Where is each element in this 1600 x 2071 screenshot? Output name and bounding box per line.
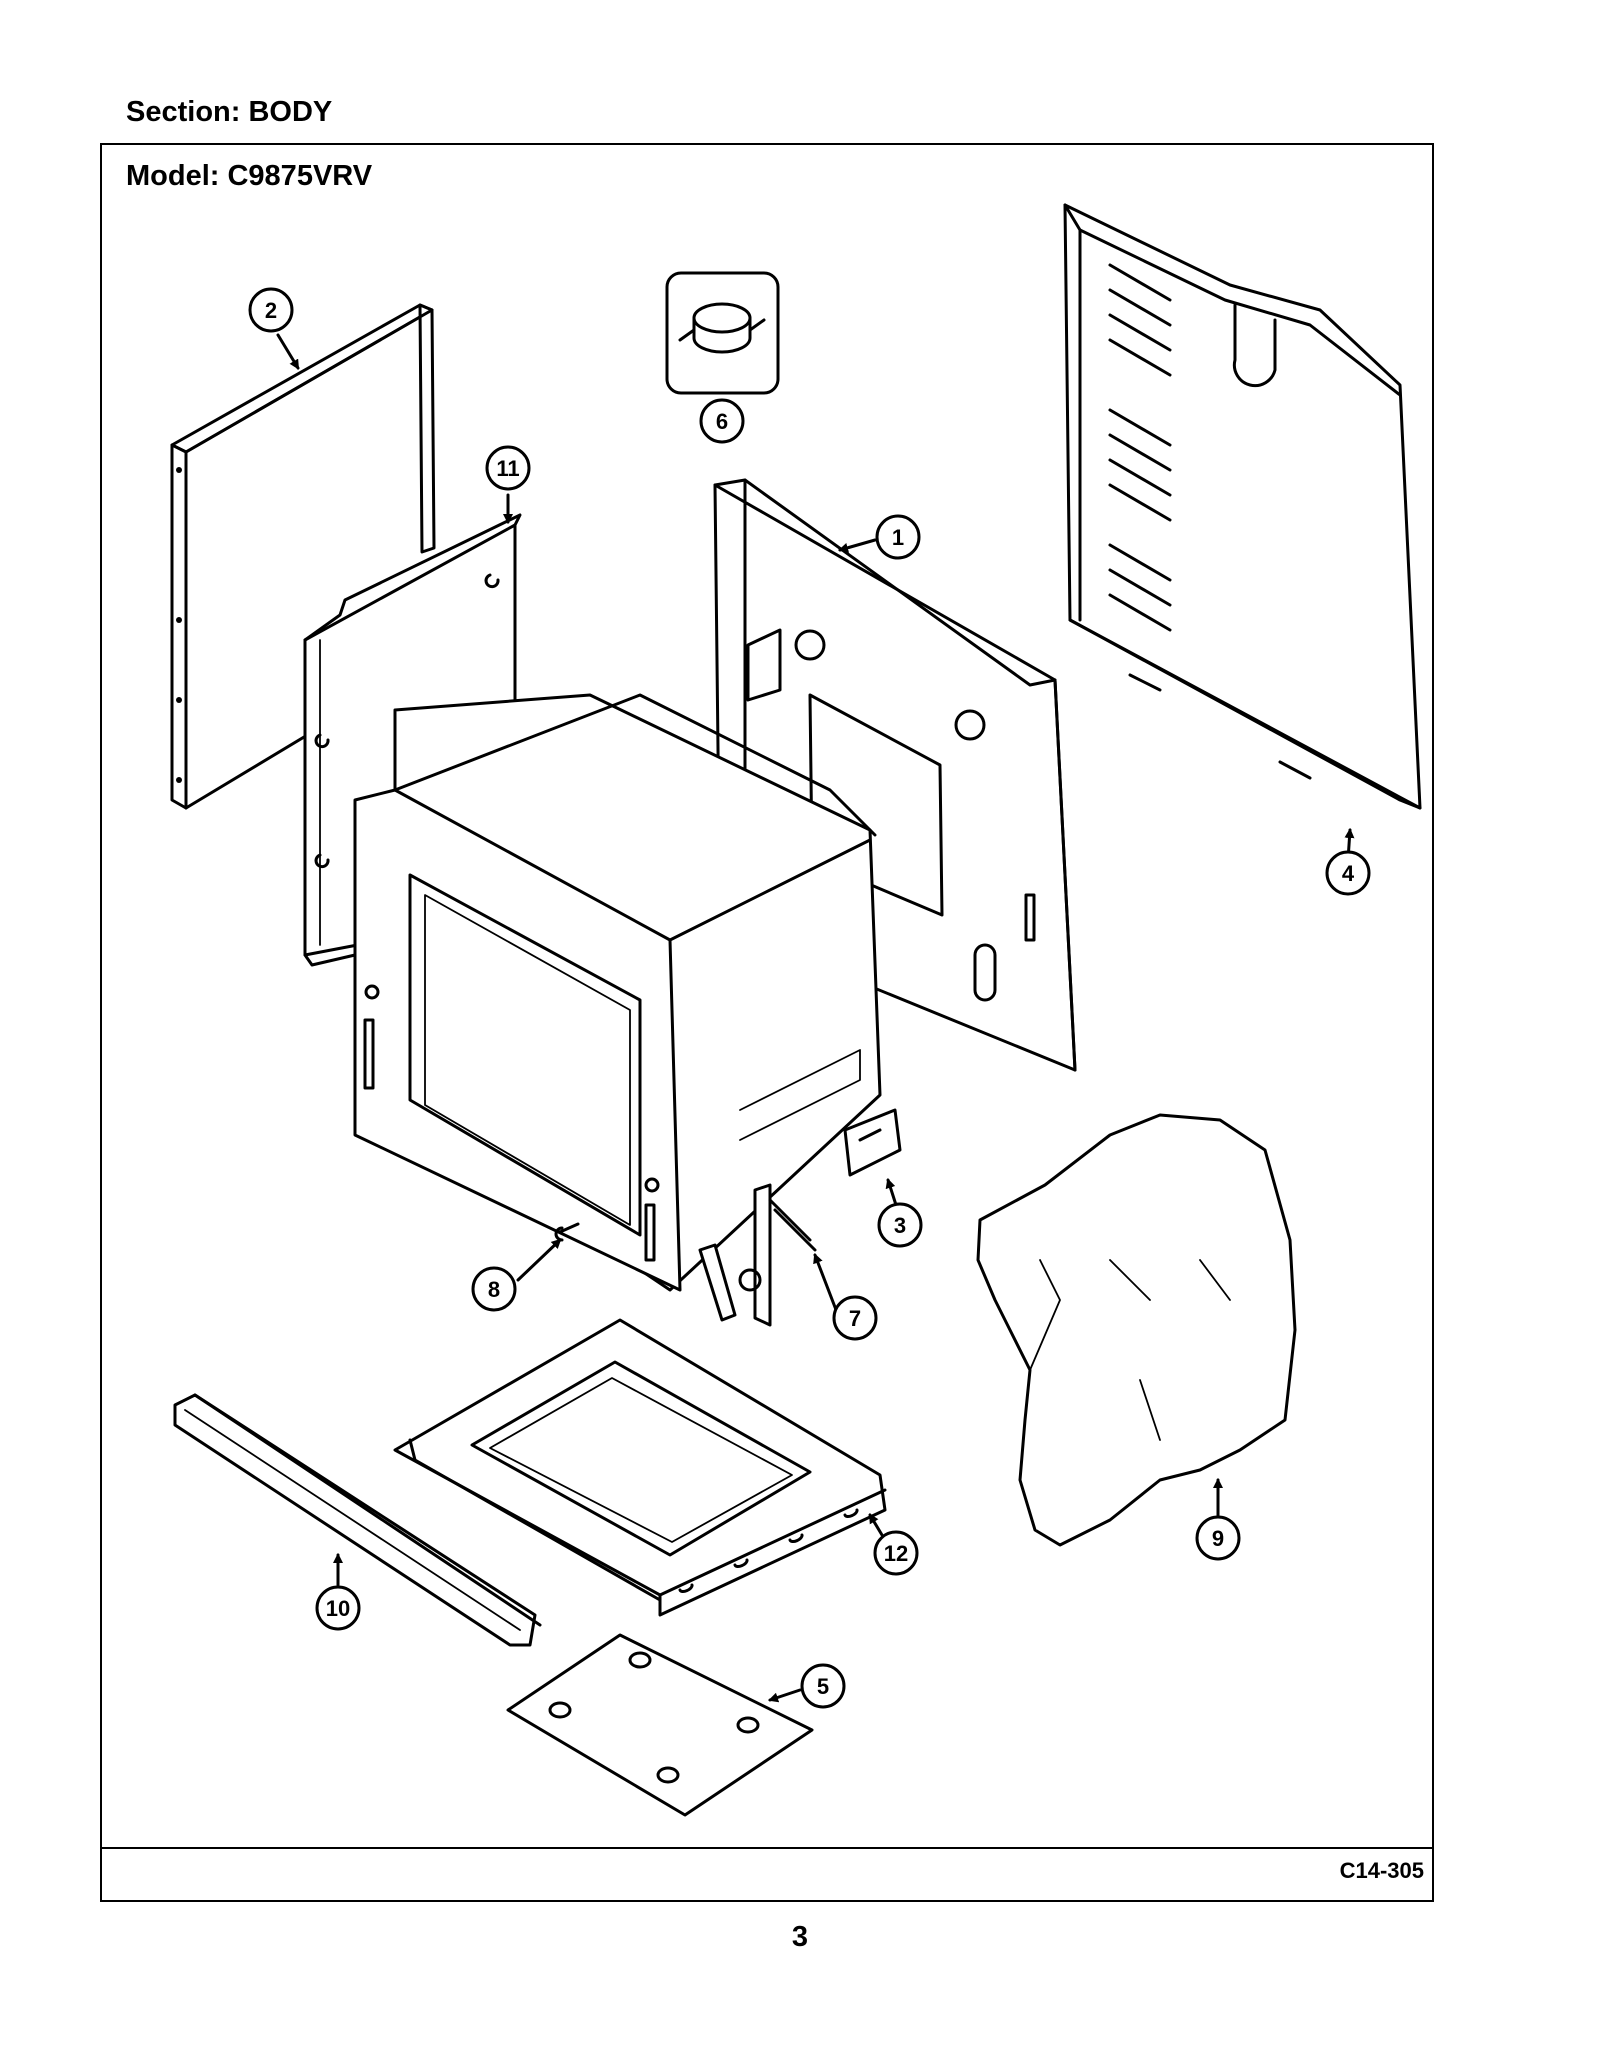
part-4-back-cover [1063, 203, 1422, 810]
model-title: Model: C9875VRV [126, 160, 373, 192]
svg-text:1: 1 [892, 525, 904, 550]
diagram-frame [100, 143, 1434, 1902]
svg-text:7: 7 [849, 1306, 861, 1331]
section-title: Section: BODY [126, 96, 333, 128]
svg-text:12: 12 [884, 1541, 908, 1566]
svg-text:3: 3 [894, 1213, 906, 1238]
part-7-hinge [698, 1183, 817, 1327]
oven-liner [353, 693, 882, 1292]
part-3-bracket [843, 1108, 902, 1177]
part-6-thermostat [665, 271, 780, 395]
diagram-code: C14-305 [1339, 1858, 1424, 1883]
callout-4: 4 [1325, 850, 1371, 896]
svg-text:4: 4 [1342, 861, 1355, 886]
callout-11: 11 [485, 445, 531, 491]
callout-12: 12 [873, 1530, 919, 1576]
part-5-bottom-plate [506, 1633, 814, 1817]
part-10-front-trim [173, 1393, 542, 1647]
callout-3: 3 [877, 1202, 923, 1248]
footer-divider [100, 1847, 1434, 1849]
part-9-insulation [976, 1113, 1297, 1547]
callout-6: 6 [699, 398, 745, 444]
callout-9: 9 [1195, 1515, 1241, 1561]
page-number: 3 [791, 1921, 809, 1953]
svg-text:5: 5 [817, 1674, 829, 1699]
svg-text:10: 10 [326, 1596, 350, 1621]
callout-8: 8 [471, 1266, 517, 1312]
svg-text:9: 9 [1212, 1526, 1224, 1551]
svg-text:8: 8 [488, 1277, 500, 1302]
callout-7: 7 [832, 1295, 878, 1341]
svg-text:2: 2 [265, 298, 277, 323]
callout-10: 10 [315, 1585, 361, 1631]
svg-text:11: 11 [496, 456, 519, 481]
callout-5: 5 [800, 1663, 846, 1709]
callout-2: 2 [248, 287, 294, 333]
svg-text:6: 6 [716, 409, 728, 434]
part-12-bottom-frame [393, 1318, 887, 1617]
part-2-side-panel [170, 303, 436, 810]
callout-1: 1 [875, 514, 921, 560]
